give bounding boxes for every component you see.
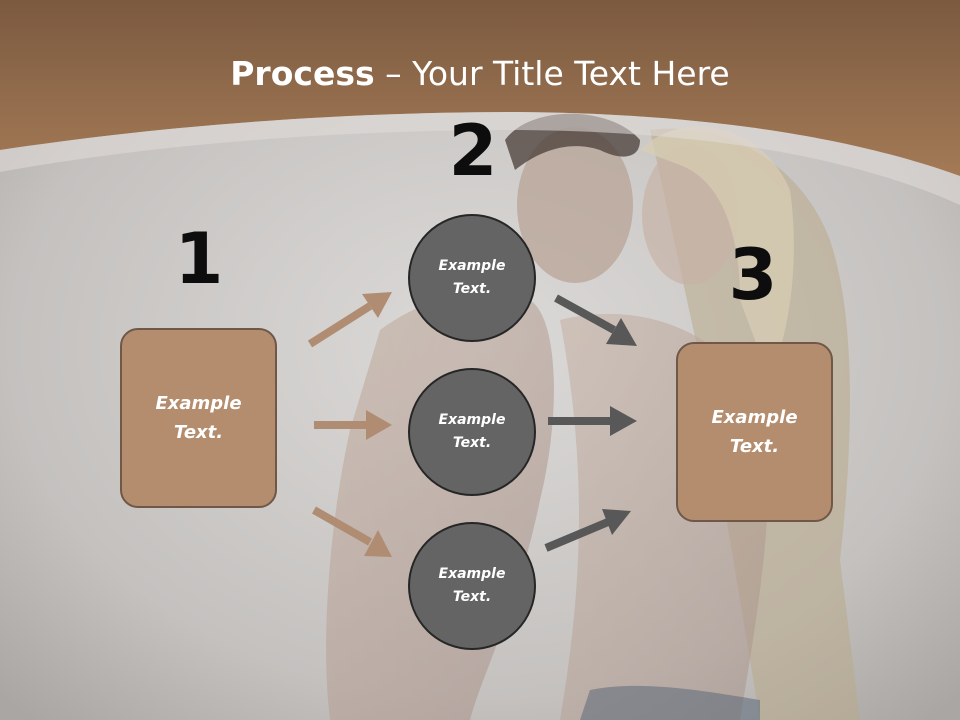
process-circle-3: Example Text.: [408, 522, 536, 650]
step-box-3-label: Example Text.: [711, 407, 798, 457]
step-number-2: 2: [448, 110, 498, 192]
slide-title-rest: – Your Title Text Here: [374, 54, 730, 93]
step-number-1: 1: [174, 218, 224, 300]
process-circle-3-label: Example Text.: [438, 566, 506, 605]
process-circle-1: Example Text.: [408, 214, 536, 342]
process-circle-2-label: Example Text.: [438, 412, 506, 451]
process-circle-2: Example Text.: [408, 368, 536, 496]
process-circle-1-label: Example Text.: [438, 258, 506, 297]
arrow-box1-to-circle3: [312, 506, 392, 557]
step-box-1-label: Example Text.: [155, 393, 242, 443]
slide-title: Process – Your Title Text Here: [0, 52, 960, 96]
slide-title-bold: Process: [230, 54, 375, 93]
arrow-circle1-to-box3: [554, 294, 637, 346]
arrow-circle3-to-box3: [544, 509, 631, 552]
arrow-box1-to-circle1: [307, 292, 392, 348]
arrow-circle2-to-box3: [548, 406, 637, 436]
arrow-box1-to-circle2: [314, 410, 392, 440]
step-box-3: Example Text.: [676, 342, 833, 522]
step-box-1: Example Text.: [120, 328, 277, 508]
step-number-3: 3: [728, 234, 778, 316]
